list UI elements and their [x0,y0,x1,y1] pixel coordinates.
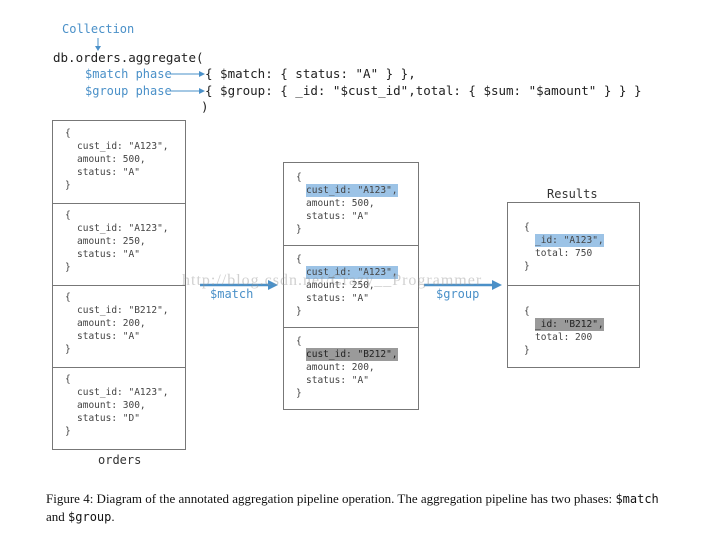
orders-collection: { cust_id: "A123", amount: 500, status: … [52,120,186,450]
matched-doc: { cust_id: "B212", amount: 200, status: … [296,336,398,399]
results-documents: { _id: "A123", total: 750 } { _id: "B212… [507,202,640,368]
order-doc: { cust_id: "A123", amount: 300, status: … [65,374,169,437]
watermark: http://blog.csdn.net/Crazy__Programmer [182,272,483,289]
order-doc: { cust_id: "A123", amount: 250, status: … [53,203,185,286]
matched-doc: { cust_id: "A123", amount: 500, status: … [284,163,418,246]
collection-label: Collection [62,22,135,36]
cust-id-highlight: cust_id: "A123", [306,184,398,197]
id-highlight: _id: "A123", [535,234,604,247]
group-arrow [424,280,502,290]
group-stage: { $group: { _id: "$cust_id",total: { $su… [205,83,642,98]
match-arrow-label: $match [210,287,254,301]
collection-arrow [95,38,101,51]
group-phase-label: $group phase [85,84,172,98]
closing-paren: ) [201,99,209,114]
matched-documents: { cust_id: "A123", amount: 500, status: … [283,162,419,410]
match-stage: { $match: { status: "A" } }, [205,66,416,81]
cust-id-highlight: cust_id: "B212", [306,348,398,361]
matched-doc: { cust_id: "A123", amount: 250, status: … [284,245,418,328]
id-highlight: _id: "B212", [535,318,604,331]
cust-id-highlight: cust_id: "A123", [306,266,398,279]
order-doc: { cust_id: "A123", amount: 500, status: … [53,121,185,204]
group-phase-arrow [170,88,205,94]
aggregate-call: db.orders.aggregate( [53,50,204,65]
result-doc: { _id: "A123", total: 750 } [508,203,639,286]
results-label: Results [547,187,598,201]
result-doc: { _id: "B212", total: 200 } [524,306,604,356]
match-phase-label: $match phase [85,67,172,81]
match-phase-arrow [170,71,205,77]
group-arrow-label: $group [436,287,480,301]
order-doc: { cust_id: "B212", amount: 200, status: … [53,285,185,368]
figure-caption: Figure 4: Diagram of the annotated aggre… [46,491,659,524]
match-arrow [200,280,278,290]
orders-label: orders [98,453,142,467]
